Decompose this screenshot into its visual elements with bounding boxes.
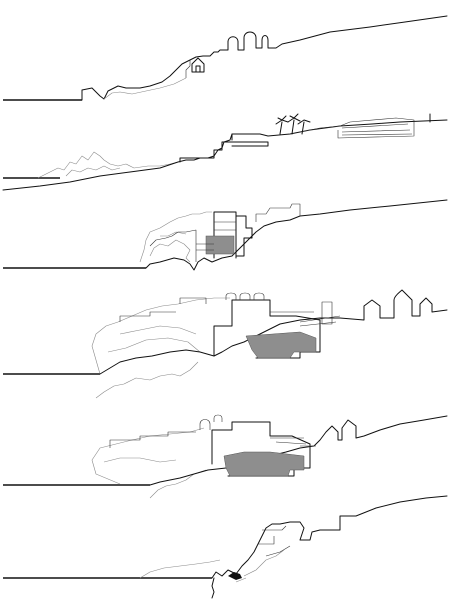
section-4-cliff-face [91,297,230,375]
section-2-rock-detail [65,165,121,177]
section-2-rock-mass [37,151,179,179]
section-2-terrain-profile [2,119,448,191]
section-5-upper-buildings [109,431,196,448]
section-5-cliff-face [91,427,205,485]
section-6 [3,495,448,599]
section-1-retaining-wall [185,60,191,78]
section-4-interior-fill [245,331,317,359]
section-2 [2,113,448,191]
section-5-terrain-profile [149,415,448,486]
section-3-left-terraces [149,229,197,262]
section-6-rock-detail [235,549,285,583]
section-4 [3,289,448,399]
section-4-silos [225,292,265,300]
section-6-terrain-profile [211,495,448,579]
section-4-upper-buildings [119,297,207,322]
section-2-deck-lines [341,123,413,136]
section-6-dark-element [228,572,242,580]
section-5-cliff-lower [103,457,207,499]
section-3-hotel-block [213,211,253,259]
section-2-terrace-building [179,133,269,163]
section-4-building-block [213,299,321,359]
section-4-rock-base [95,361,199,399]
section-2-palm-trees [275,113,311,135]
section-6-cliff-drop [211,577,215,599]
section-1-terrain-profile [81,15,448,101]
section-1 [3,15,448,101]
section-5-terraces [270,437,316,447]
section-5-silos [199,414,223,430]
section-3-cliff-rock [139,211,212,263]
section-5 [3,414,448,499]
section-3-rooftop-structures [255,203,301,222]
section-4-tower [321,301,333,325]
section-3 [3,199,448,271]
section-5-interior-fill [223,451,305,477]
section-1-rock-outline [103,77,187,100]
section-6-terrace-walls [258,525,291,557]
section-3-cliff-hatching [149,231,191,263]
section-2-upper-deck [299,117,415,139]
section-6-shore-rock [139,559,221,579]
section-3-interior-fill [205,235,235,255]
section-4-terraces [270,311,341,327]
section-3-floor-lines [196,221,236,251]
section-4-terrain-profile [99,289,448,375]
section-3-terrain-profile [145,199,448,271]
section-1-hillside-house [191,57,205,73]
